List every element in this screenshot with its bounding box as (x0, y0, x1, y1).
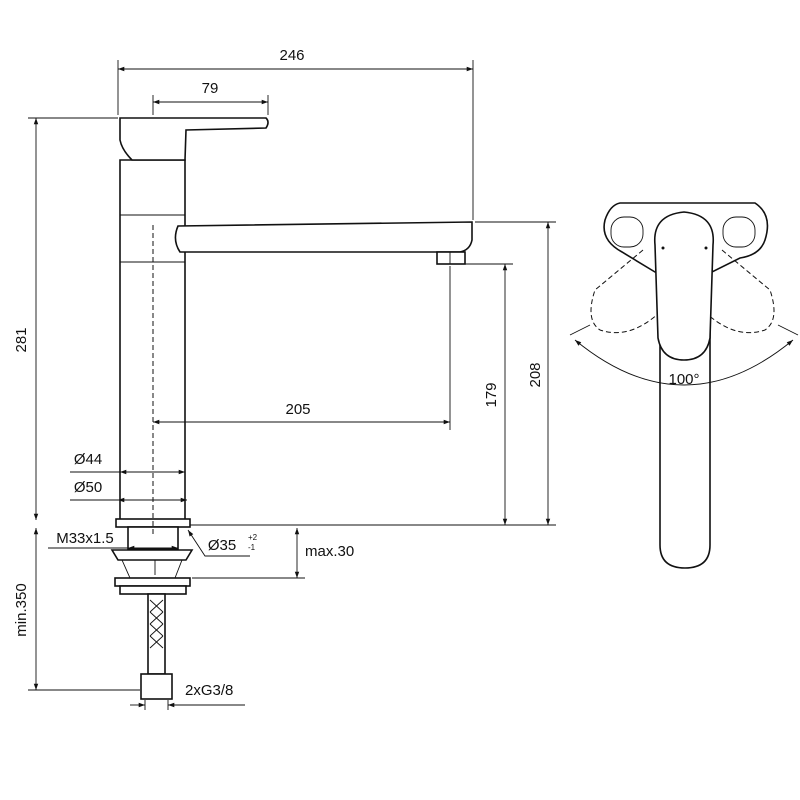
dim-hole-diameter: Ø35 (208, 537, 236, 554)
dim-thread: M33x1.5 (56, 530, 114, 547)
dim-outlet-height: 179 (483, 382, 500, 407)
dim-hose-length: min.350 (13, 583, 30, 636)
dimension-lines (28, 60, 556, 710)
dim-spout-height: 208 (527, 362, 544, 387)
dim-hole-tol-plus: +2 (248, 533, 258, 542)
dim-total-height: 281 (13, 327, 30, 352)
dim-connection: 2xG3/8 (185, 682, 233, 699)
dim-lever-angle: 100° (668, 371, 699, 388)
dim-diameter-50: Ø50 (74, 479, 102, 496)
dim-diameter-44: Ø44 (74, 451, 102, 468)
dim-spout-reach: 205 (285, 401, 310, 418)
faucet-top-view (569, 202, 799, 569)
faucet-side-view (110, 117, 473, 700)
dim-hole-tol-minus: -1 (248, 543, 256, 552)
dim-lever-length: 79 (202, 80, 219, 97)
dim-max-thickness: max.30 (305, 543, 354, 560)
dim-total-width: 246 (279, 47, 304, 64)
